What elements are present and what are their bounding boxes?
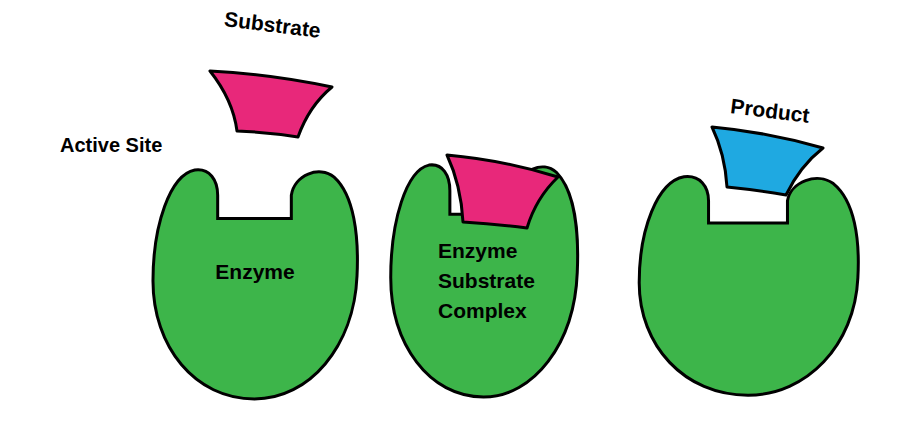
enzyme-outline (153, 170, 357, 399)
part-label: Active Site (60, 132, 162, 158)
node-label: Enzyme Substrate Complex (438, 236, 566, 326)
molecule-shape (712, 127, 823, 195)
enzyme-substrate-complex: Enzyme Substrate Complex (388, 160, 580, 400)
node-outline (150, 165, 360, 402)
product-shape: Product (705, 92, 840, 200)
node-label: Enzyme (170, 257, 340, 287)
molecule-shape (447, 155, 558, 228)
enzyme-outline (639, 177, 858, 396)
enzyme-shape: Enzyme (150, 165, 360, 402)
enzyme-shape (639, 177, 858, 396)
substrate-shape: Substrate (205, 4, 345, 144)
molecule-shape (210, 71, 332, 137)
node-label: Substrate (204, 2, 342, 48)
